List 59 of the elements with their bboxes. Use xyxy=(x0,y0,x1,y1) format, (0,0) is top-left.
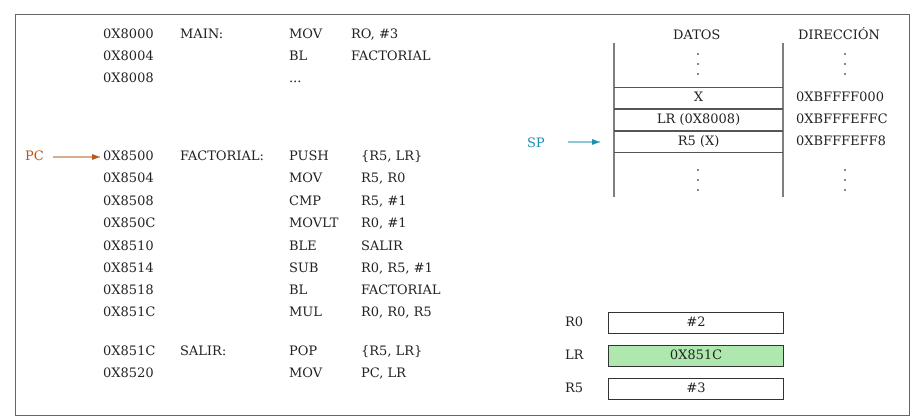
stack-cell: X xyxy=(614,87,783,109)
opcode-text: MUL xyxy=(289,305,322,321)
code-label: FACTORIAL: xyxy=(180,149,264,165)
operand-text: R0, R5, #1 xyxy=(361,261,433,277)
operand-text: R0, R0, R5 xyxy=(361,305,432,321)
operand-text: R5, R0 xyxy=(361,171,406,187)
opcode-text: BL xyxy=(289,283,308,299)
opcode-text: MOV xyxy=(289,171,322,187)
address-text: 0X8504 xyxy=(103,171,154,187)
register-label: PC xyxy=(25,149,49,165)
opcode-text: BLE xyxy=(289,239,317,255)
register-name: R5 xyxy=(565,381,584,397)
operand-text: PC, LR xyxy=(361,366,406,382)
column-header: DATOS xyxy=(673,28,720,44)
register-name: LR xyxy=(565,348,584,364)
address-text: 0X8008 xyxy=(103,71,154,87)
address-text: 0X8508 xyxy=(103,194,154,210)
opcode-text: MOVLT xyxy=(289,216,338,232)
register-label: SP xyxy=(527,136,549,152)
address-text: 0X8004 xyxy=(103,49,154,65)
register-box: #3 xyxy=(608,378,784,400)
address-text: 0X8520 xyxy=(103,366,154,382)
address-text: 0X8000 xyxy=(103,27,154,43)
opcode-text: MOV xyxy=(289,366,322,382)
register-name: R0 xyxy=(565,315,584,331)
address-text: 0XBFFFF000 xyxy=(796,90,884,106)
operand-text: FACTORIAL xyxy=(351,49,430,65)
operand-text: {R5, LR} xyxy=(361,344,422,360)
opcode-text: MOV xyxy=(289,27,322,43)
code-label: MAIN: xyxy=(180,27,224,43)
opcode-text: SUB xyxy=(289,261,318,277)
operand-text: FACTORIAL xyxy=(361,283,440,299)
ellipsis-text: ... xyxy=(289,71,302,87)
opcode-text: CMP xyxy=(289,194,322,210)
address-text: 0XBFFFEFFC xyxy=(796,112,888,128)
address-text: 0X8514 xyxy=(103,261,154,277)
address-text: 0X8500 xyxy=(103,149,163,165)
opcode-text: BL xyxy=(289,49,308,65)
address-text: 0XBFFFEFF8 xyxy=(796,134,886,150)
opcode-text: PUSH xyxy=(289,149,329,165)
operand-text: SALIR xyxy=(361,239,403,255)
address-text: 0X8510 xyxy=(103,239,154,255)
address-text: 0X850C xyxy=(103,216,156,232)
stack-cell: LR (0X8008) xyxy=(614,109,783,131)
register-box: 0X851C xyxy=(608,345,784,367)
operand-text: RO, #3 xyxy=(351,27,398,43)
register-box: #2 xyxy=(608,312,784,334)
arrow xyxy=(568,139,600,145)
operand-text: R5, #1 xyxy=(361,194,406,210)
operand-text: {R5, LR} xyxy=(361,149,422,165)
opcode-text: POP xyxy=(289,344,318,360)
address-text: 0X8518 xyxy=(103,283,154,299)
column-header: DIRECCIÓN xyxy=(798,28,880,44)
address-text: 0X851C xyxy=(103,305,156,321)
address-text: 0X851C xyxy=(103,344,156,360)
arrow xyxy=(52,154,100,160)
stack-cell: R5 (X) xyxy=(614,131,783,153)
operand-text: R0, #1 xyxy=(361,216,406,232)
code-label: SALIR: xyxy=(180,344,226,360)
